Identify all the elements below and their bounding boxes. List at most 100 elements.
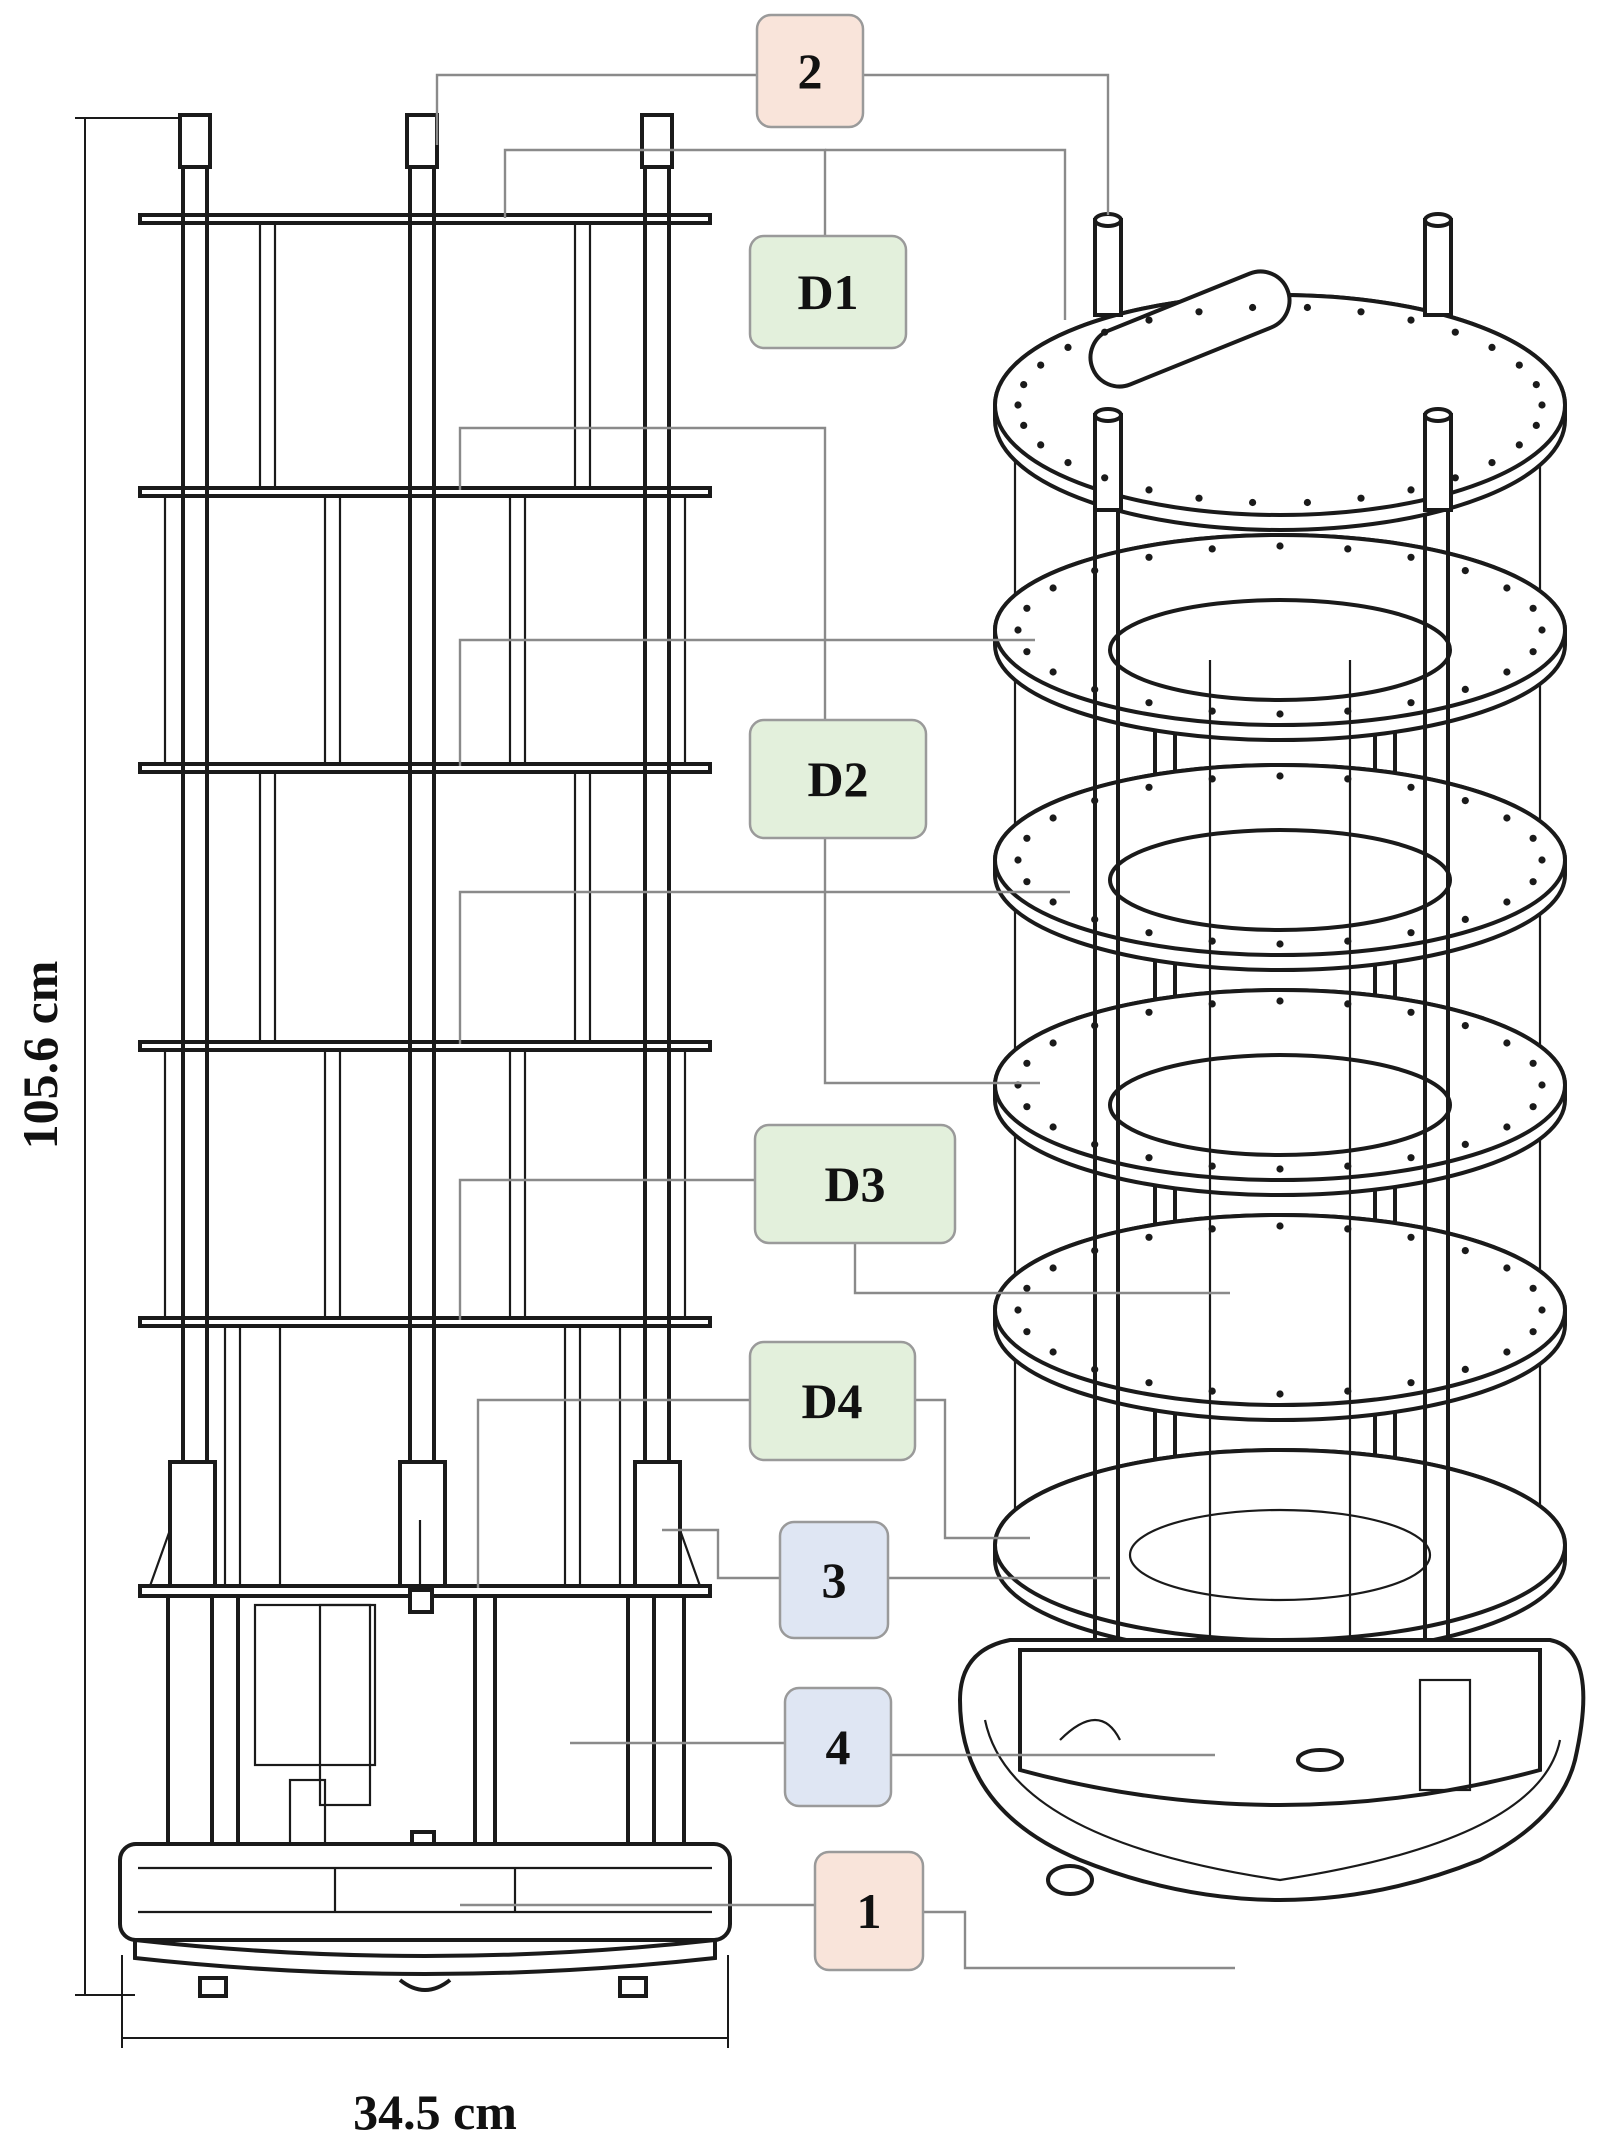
- bolt-hole: [1091, 1247, 1099, 1255]
- label-text-3: 3: [822, 1552, 847, 1608]
- bolt-hole: [1303, 498, 1311, 507]
- bolt-hole: [1461, 1365, 1469, 1373]
- bolt-hole: [1532, 421, 1540, 429]
- bolt-hole: [1208, 937, 1216, 945]
- bolt-hole: [1195, 494, 1203, 502]
- side-view: [118, 113, 732, 1998]
- bolt-hole: [1276, 772, 1284, 780]
- bolt-hole: [1145, 486, 1153, 494]
- bolt-hole: [1529, 878, 1537, 886]
- label-text-4: 4: [826, 1719, 851, 1775]
- bolt-hole: [1344, 1162, 1352, 1170]
- bolt-hole: [1049, 1264, 1057, 1272]
- bolt-hole: [1049, 668, 1057, 676]
- bolt-hole: [1344, 1225, 1352, 1233]
- label-part-2: 2: [755, 13, 865, 129]
- bolt-hole: [1091, 797, 1099, 805]
- width-dimension-label: 34.5 cm: [353, 2084, 517, 2140]
- bolt-hole: [1145, 699, 1153, 707]
- bolt-hole: [1407, 486, 1415, 494]
- bolt-hole: [1488, 459, 1496, 467]
- bolt-hole: [1049, 584, 1057, 592]
- bolt-hole: [1145, 1154, 1153, 1162]
- bolt-hole: [1344, 775, 1352, 783]
- bolt-hole: [1529, 648, 1537, 656]
- bolt-hole: [1538, 856, 1546, 864]
- bolt-hole: [1529, 1103, 1537, 1111]
- label-d1: D1: [748, 234, 908, 350]
- height-dimension-label: 105.6 cm: [12, 961, 68, 1150]
- bolt-hole: [1049, 1123, 1057, 1131]
- bolt-hole: [1503, 584, 1511, 592]
- bolt-hole: [1538, 1306, 1546, 1314]
- label-text-d4: D4: [801, 1373, 862, 1429]
- label-part-1: 1: [813, 1850, 925, 1972]
- label-box-d1: [748, 234, 908, 350]
- bolt-hole: [1023, 1328, 1031, 1336]
- side-base-brackets: [148, 1460, 702, 1588]
- bolt-hole: [1023, 1103, 1031, 1111]
- bolt-hole: [1014, 626, 1022, 634]
- bolt-hole: [1451, 474, 1459, 482]
- bolt-hole: [1091, 1022, 1099, 1030]
- bolt-hole: [1503, 898, 1511, 906]
- bolt-hole: [1407, 1008, 1415, 1016]
- bolt-hole: [1461, 567, 1469, 575]
- iso-mobile-base: [957, 1638, 1586, 1902]
- bolt-hole: [1208, 1000, 1216, 1008]
- bolt-hole: [1145, 1008, 1153, 1016]
- bolt-hole: [1451, 328, 1459, 336]
- bolt-hole: [1091, 1365, 1099, 1373]
- label-d2: D2: [748, 718, 928, 840]
- bolt-hole: [1503, 1123, 1511, 1131]
- bolt-hole: [1091, 567, 1099, 575]
- label-box-d4: [748, 1340, 917, 1462]
- bolt-hole: [1020, 381, 1028, 389]
- bolt-hole: [1538, 401, 1546, 409]
- bolt-hole: [1208, 1162, 1216, 1170]
- bolt-hole: [1461, 1247, 1469, 1255]
- bolt-hole: [1529, 1284, 1537, 1292]
- bolt-hole: [1407, 1379, 1415, 1387]
- side-electronics-bay: [166, 1588, 686, 1848]
- bolt-hole: [1023, 648, 1031, 656]
- bolt-hole: [1344, 937, 1352, 945]
- bolt-hole: [1529, 834, 1537, 842]
- bolt-hole: [1023, 1284, 1031, 1292]
- bolt-hole: [1276, 1390, 1284, 1398]
- bolt-hole: [1503, 814, 1511, 822]
- bolt-hole: [1023, 604, 1031, 612]
- label-box-2: [755, 13, 865, 129]
- bolt-hole: [1064, 459, 1072, 467]
- bolt-hole: [1208, 707, 1216, 715]
- top-posts: [178, 113, 674, 169]
- bolt-hole: [1344, 707, 1352, 715]
- bolt-hole: [1407, 699, 1415, 707]
- label-box-4: [783, 1686, 893, 1808]
- bolt-hole: [1276, 1222, 1284, 1230]
- bolt-hole: [1208, 775, 1216, 783]
- bolt-hole: [1037, 361, 1045, 369]
- label-part-4: 4: [783, 1686, 893, 1808]
- bolt-hole: [1276, 997, 1284, 1005]
- bolt-hole: [1049, 814, 1057, 822]
- bolt-hole: [1538, 1081, 1546, 1089]
- bolt-hole: [1014, 1306, 1022, 1314]
- dimension-height: 105.6 cm: [12, 117, 180, 1996]
- bolt-hole: [1276, 940, 1284, 948]
- bolt-hole: [1091, 685, 1099, 694]
- bolt-hole: [1049, 1039, 1057, 1047]
- label-d3: D3: [753, 1123, 957, 1245]
- bolt-hole: [1515, 441, 1523, 449]
- bolt-hole: [1515, 361, 1523, 369]
- bolt-hole: [1276, 710, 1284, 718]
- bolt-hole: [1407, 1154, 1415, 1162]
- label-box-1: [813, 1850, 925, 1972]
- bolt-hole: [1145, 553, 1153, 561]
- bolt-hole: [1023, 878, 1031, 886]
- bolt-hole: [1145, 1233, 1153, 1241]
- dimension-width: 34.5 cm: [121, 1955, 729, 2140]
- bolt-hole: [1145, 783, 1153, 791]
- iso-ring-plates: [993, 533, 1567, 1657]
- bolt-hole: [1208, 545, 1216, 553]
